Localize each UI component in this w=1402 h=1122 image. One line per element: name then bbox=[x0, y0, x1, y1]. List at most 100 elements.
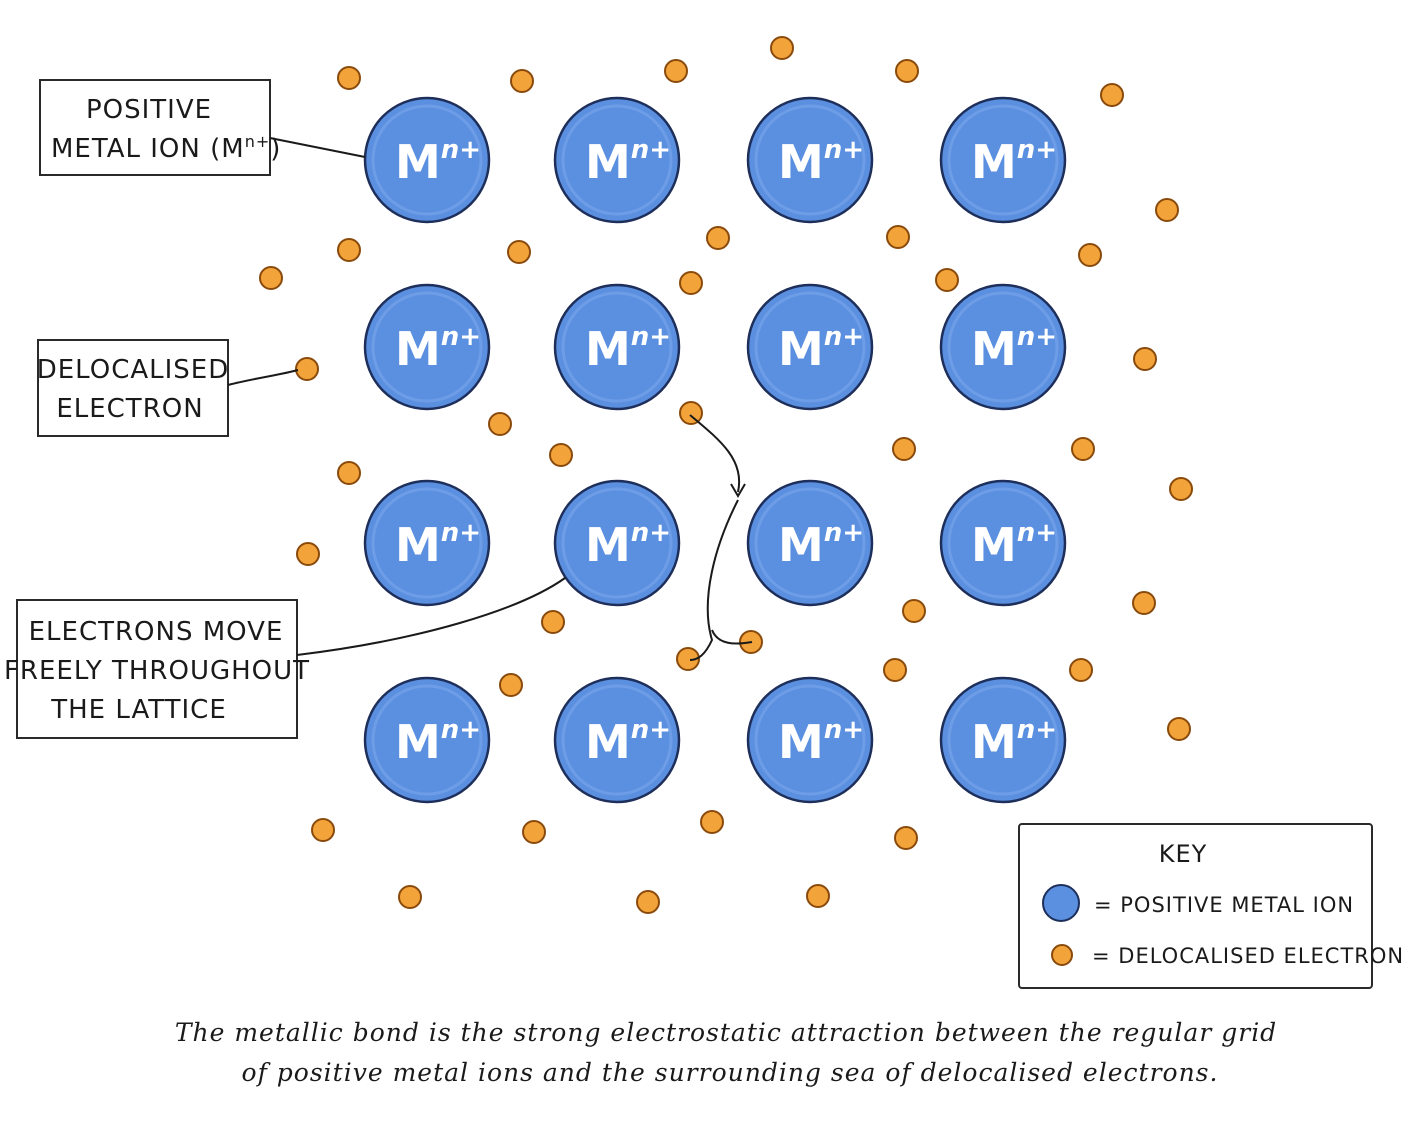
ion-symbol: Mn+ bbox=[395, 715, 481, 769]
ion-circle bbox=[746, 479, 874, 607]
ion-circle bbox=[363, 96, 491, 224]
ion-shading bbox=[947, 291, 1059, 403]
delocalised-electron bbox=[770, 36, 794, 60]
callout-box bbox=[37, 339, 229, 437]
caption-line: The metallic bond is the strong electros… bbox=[175, 1018, 1277, 1047]
callout-delocalised-electron: DELOCALISED ELECTRON bbox=[37, 339, 299, 437]
delocalised-electron bbox=[706, 226, 730, 250]
key-ion-label: = POSITIVE METAL ION bbox=[1094, 893, 1354, 917]
ion-shading bbox=[561, 104, 673, 216]
ion-symbol: Mn+ bbox=[971, 715, 1057, 769]
delocalised-electron bbox=[894, 826, 918, 850]
ion-shading bbox=[947, 684, 1059, 796]
delocalised-electron bbox=[806, 884, 830, 908]
ion-circle bbox=[939, 283, 1067, 411]
delocalised-electron bbox=[883, 658, 907, 682]
electron-path-arrow bbox=[689, 414, 753, 661]
ion-symbol: Mn+ bbox=[778, 715, 864, 769]
ion-shading bbox=[371, 104, 483, 216]
leader-line bbox=[296, 577, 566, 656]
delocalised-electron bbox=[259, 266, 283, 290]
ion-shading bbox=[754, 291, 866, 403]
delocalised-electron bbox=[541, 610, 565, 634]
ion-circle bbox=[553, 96, 681, 224]
ion-circle bbox=[363, 283, 491, 411]
ion-shading bbox=[754, 487, 866, 599]
metal-ion: Mn+ bbox=[553, 479, 681, 607]
ion-shading bbox=[371, 487, 483, 599]
ion-circle bbox=[746, 283, 874, 411]
ion-symbol: Mn+ bbox=[585, 715, 671, 769]
callout-line-superscript: n+ bbox=[245, 132, 271, 151]
delocalised-electron bbox=[311, 818, 335, 842]
metal-ion: Mn+ bbox=[553, 676, 681, 804]
delocalised-electron bbox=[337, 66, 361, 90]
ion-symbol: Mn+ bbox=[778, 322, 864, 376]
delocalised-electron bbox=[296, 542, 320, 566]
ion-symbol: Mn+ bbox=[395, 322, 481, 376]
delocalised-electron bbox=[895, 59, 919, 83]
delocalised-electron bbox=[1132, 591, 1156, 615]
delocalised-electron bbox=[1071, 437, 1095, 461]
delocalised-electron bbox=[295, 357, 319, 381]
key-electron-icon bbox=[1051, 944, 1073, 966]
callout-line: ELECTRON bbox=[56, 394, 203, 424]
ion-circle bbox=[363, 479, 491, 607]
callout-line: THE LATTICE bbox=[50, 695, 227, 725]
key-electron-label: = DELOCALISED ELECTRON bbox=[1092, 944, 1402, 968]
metal-ion: Mn+ bbox=[746, 676, 874, 804]
electron-path-curve bbox=[689, 414, 741, 493]
delocalised-electron bbox=[1155, 198, 1179, 222]
delocalised-electron bbox=[935, 268, 959, 292]
delocalised-electron bbox=[902, 599, 926, 623]
delocalised-electron bbox=[1100, 83, 1124, 107]
callout-line: ELECTRONS MOVE bbox=[29, 617, 284, 647]
metal-ion: Mn+ bbox=[746, 283, 874, 411]
ion-shading bbox=[947, 487, 1059, 599]
metal-ion: Mn+ bbox=[746, 96, 874, 224]
electron-path-branch bbox=[689, 499, 739, 661]
key-panel: KEY = POSITIVE METAL ION = DELOCALISED E… bbox=[1018, 823, 1402, 989]
metal-ion: Mn+ bbox=[939, 96, 1067, 224]
ion-circle bbox=[746, 676, 874, 804]
ion-shading bbox=[754, 104, 866, 216]
delocalised-electron bbox=[676, 647, 700, 671]
electron-path-branch-right bbox=[711, 629, 753, 645]
delocalised-electron bbox=[1169, 477, 1193, 501]
delocalised-electron bbox=[398, 885, 422, 909]
callout-line: FREELY THROUGHOUT bbox=[4, 656, 310, 686]
delocalised-electron bbox=[337, 238, 361, 262]
callout-box bbox=[39, 79, 271, 176]
ion-symbol: Mn+ bbox=[585, 518, 671, 572]
ion-shading bbox=[371, 291, 483, 403]
callout-line-suffix: ) bbox=[270, 134, 281, 164]
callout-line: DELOCALISED bbox=[37, 355, 230, 385]
leader-line bbox=[269, 137, 366, 158]
callout-line: POSITIVE bbox=[86, 95, 212, 125]
ion-circle bbox=[939, 676, 1067, 804]
ion-symbol: Mn+ bbox=[395, 135, 481, 189]
ion-circle bbox=[939, 479, 1067, 607]
delocalised-electron bbox=[700, 810, 724, 834]
ion-circle bbox=[553, 479, 681, 607]
metal-ion: Mn+ bbox=[363, 676, 491, 804]
caption: The metallic bond is the strong electros… bbox=[175, 1018, 1277, 1087]
metal-ion: Mn+ bbox=[746, 479, 874, 607]
ion-symbol: Mn+ bbox=[778, 518, 864, 572]
delocalised-electron bbox=[1167, 717, 1191, 741]
ion-lattice: Mn+Mn+Mn+Mn+Mn+Mn+Mn+Mn+Mn+Mn+Mn+Mn+Mn+M… bbox=[363, 96, 1067, 804]
ion-circle bbox=[553, 283, 681, 411]
ion-circle bbox=[363, 676, 491, 804]
ion-symbol: Mn+ bbox=[395, 518, 481, 572]
caption-line: of positive metal ions and the surroundi… bbox=[242, 1058, 1219, 1087]
ion-shading bbox=[947, 104, 1059, 216]
delocalised-electron bbox=[1078, 243, 1102, 267]
metal-ion: Mn+ bbox=[363, 283, 491, 411]
ion-shading bbox=[561, 291, 673, 403]
callout-positive-ion: POSITIVE METAL ION (Mn+) bbox=[39, 79, 366, 176]
ion-shading bbox=[561, 684, 673, 796]
ion-shading bbox=[561, 487, 673, 599]
delocalised-electron bbox=[1069, 658, 1093, 682]
